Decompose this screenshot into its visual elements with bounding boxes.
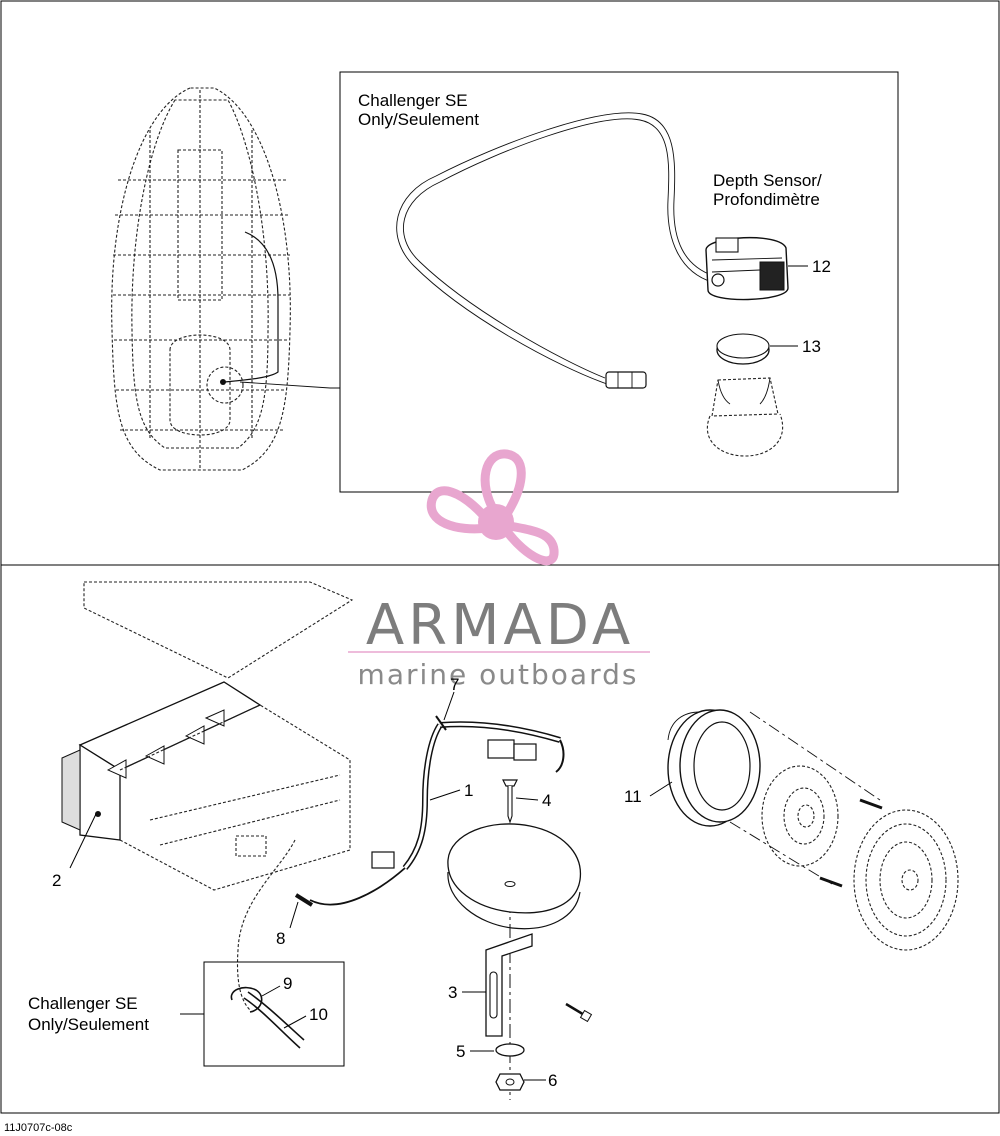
sensor-label-line2: Profondimètre xyxy=(713,190,820,209)
sensor-disc xyxy=(716,333,770,365)
speaker-assembly xyxy=(667,709,959,951)
sensor-label-line1: Depth Sensor/ xyxy=(713,171,822,190)
callout-7: 7 xyxy=(450,675,459,694)
leader-2 xyxy=(69,813,97,869)
boat-hull-overview xyxy=(111,87,340,471)
mount-pad xyxy=(447,823,582,930)
depth-sensor-body xyxy=(705,236,789,301)
callout-10: 10 xyxy=(309,1005,328,1024)
sensor-mount-sleeve xyxy=(706,377,784,457)
lower-note-line1: Challenger SE xyxy=(28,994,138,1013)
watermark-tagline: marine outboards xyxy=(358,658,639,691)
detail-model-note-line1: Challenger SE xyxy=(358,91,468,110)
leader-7 xyxy=(443,691,455,721)
callout-6: 6 xyxy=(548,1071,557,1090)
watermark-brand: ARMADA xyxy=(366,593,634,658)
callout-2: 2 xyxy=(52,871,61,890)
leader-9 xyxy=(261,985,281,997)
bracket-3 xyxy=(485,933,533,1037)
leader-1 xyxy=(429,789,461,801)
drawing-code: 11J0707c-08c xyxy=(4,1122,73,1134)
callout-11: 11 xyxy=(624,787,642,806)
callout-1: 1 xyxy=(464,781,473,800)
callout-9: 9 xyxy=(283,974,292,993)
detail-model-note-line2: Only/Seulement xyxy=(358,110,479,129)
washer-5 xyxy=(495,1043,525,1057)
depth-sensor-detail-box xyxy=(339,71,899,493)
inset-clip xyxy=(230,986,305,1049)
lower-note-line2: Only/Seulement xyxy=(28,1015,149,1034)
callout-12: 12 xyxy=(812,257,831,276)
side-screw xyxy=(565,1002,593,1023)
leader-8 xyxy=(289,901,299,929)
radio-unit xyxy=(61,681,351,891)
watermark-logo: ARMADA marine outboards xyxy=(348,449,650,691)
dash-panel-outline xyxy=(83,581,354,679)
leader-4 xyxy=(515,797,539,801)
leader-10 xyxy=(283,1015,307,1029)
sensor-cable xyxy=(396,112,715,389)
antenna-route xyxy=(237,839,296,1011)
propeller-icon xyxy=(426,449,559,566)
callout-13: 13 xyxy=(802,337,821,356)
wiring-harness xyxy=(294,715,565,907)
nut-6 xyxy=(495,1073,525,1091)
callout-3: 3 xyxy=(448,983,457,1002)
callout-4: 4 xyxy=(542,791,551,810)
callout-8: 8 xyxy=(276,929,285,948)
callout-5: 5 xyxy=(456,1042,465,1061)
leader-11 xyxy=(649,781,673,797)
